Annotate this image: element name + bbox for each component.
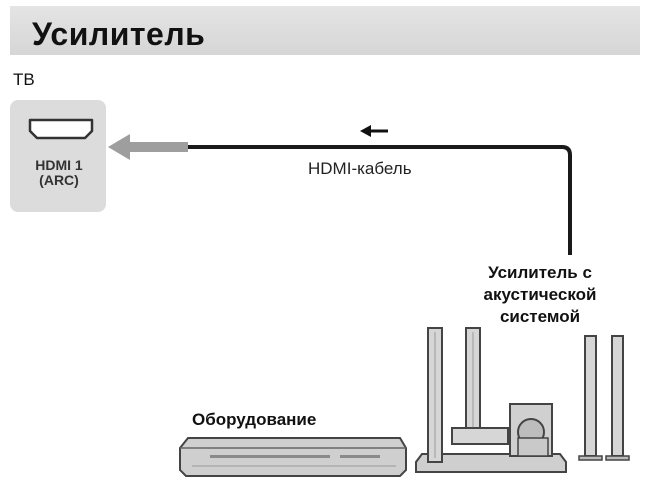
tv-panel bbox=[10, 100, 106, 212]
amplifier-label-line1: Усилитель с bbox=[488, 263, 592, 282]
equipment-device-icon bbox=[179, 437, 407, 477]
hdmi-cable bbox=[188, 145, 572, 255]
title-bar: Усилитель bbox=[10, 6, 640, 55]
amplifier-label-line2: акустической bbox=[483, 285, 597, 304]
amplifier-label-line3: системой bbox=[499, 307, 581, 326]
hdmi-port-icon bbox=[28, 118, 94, 140]
hdmi-cable-label: HDMI-кабель bbox=[308, 159, 412, 178]
tv-label: ТВ bbox=[13, 70, 35, 89]
direction-arrow-icon bbox=[360, 125, 388, 137]
equipment-label: Оборудование bbox=[192, 410, 317, 429]
hdmi-port-label: HDMI 1 bbox=[35, 157, 83, 173]
speaker-system-icon bbox=[415, 327, 630, 473]
arc-port-label: (ARC) bbox=[39, 172, 79, 188]
cable-arrowhead-icon bbox=[108, 134, 188, 160]
page-title: Усилитель bbox=[32, 16, 206, 52]
